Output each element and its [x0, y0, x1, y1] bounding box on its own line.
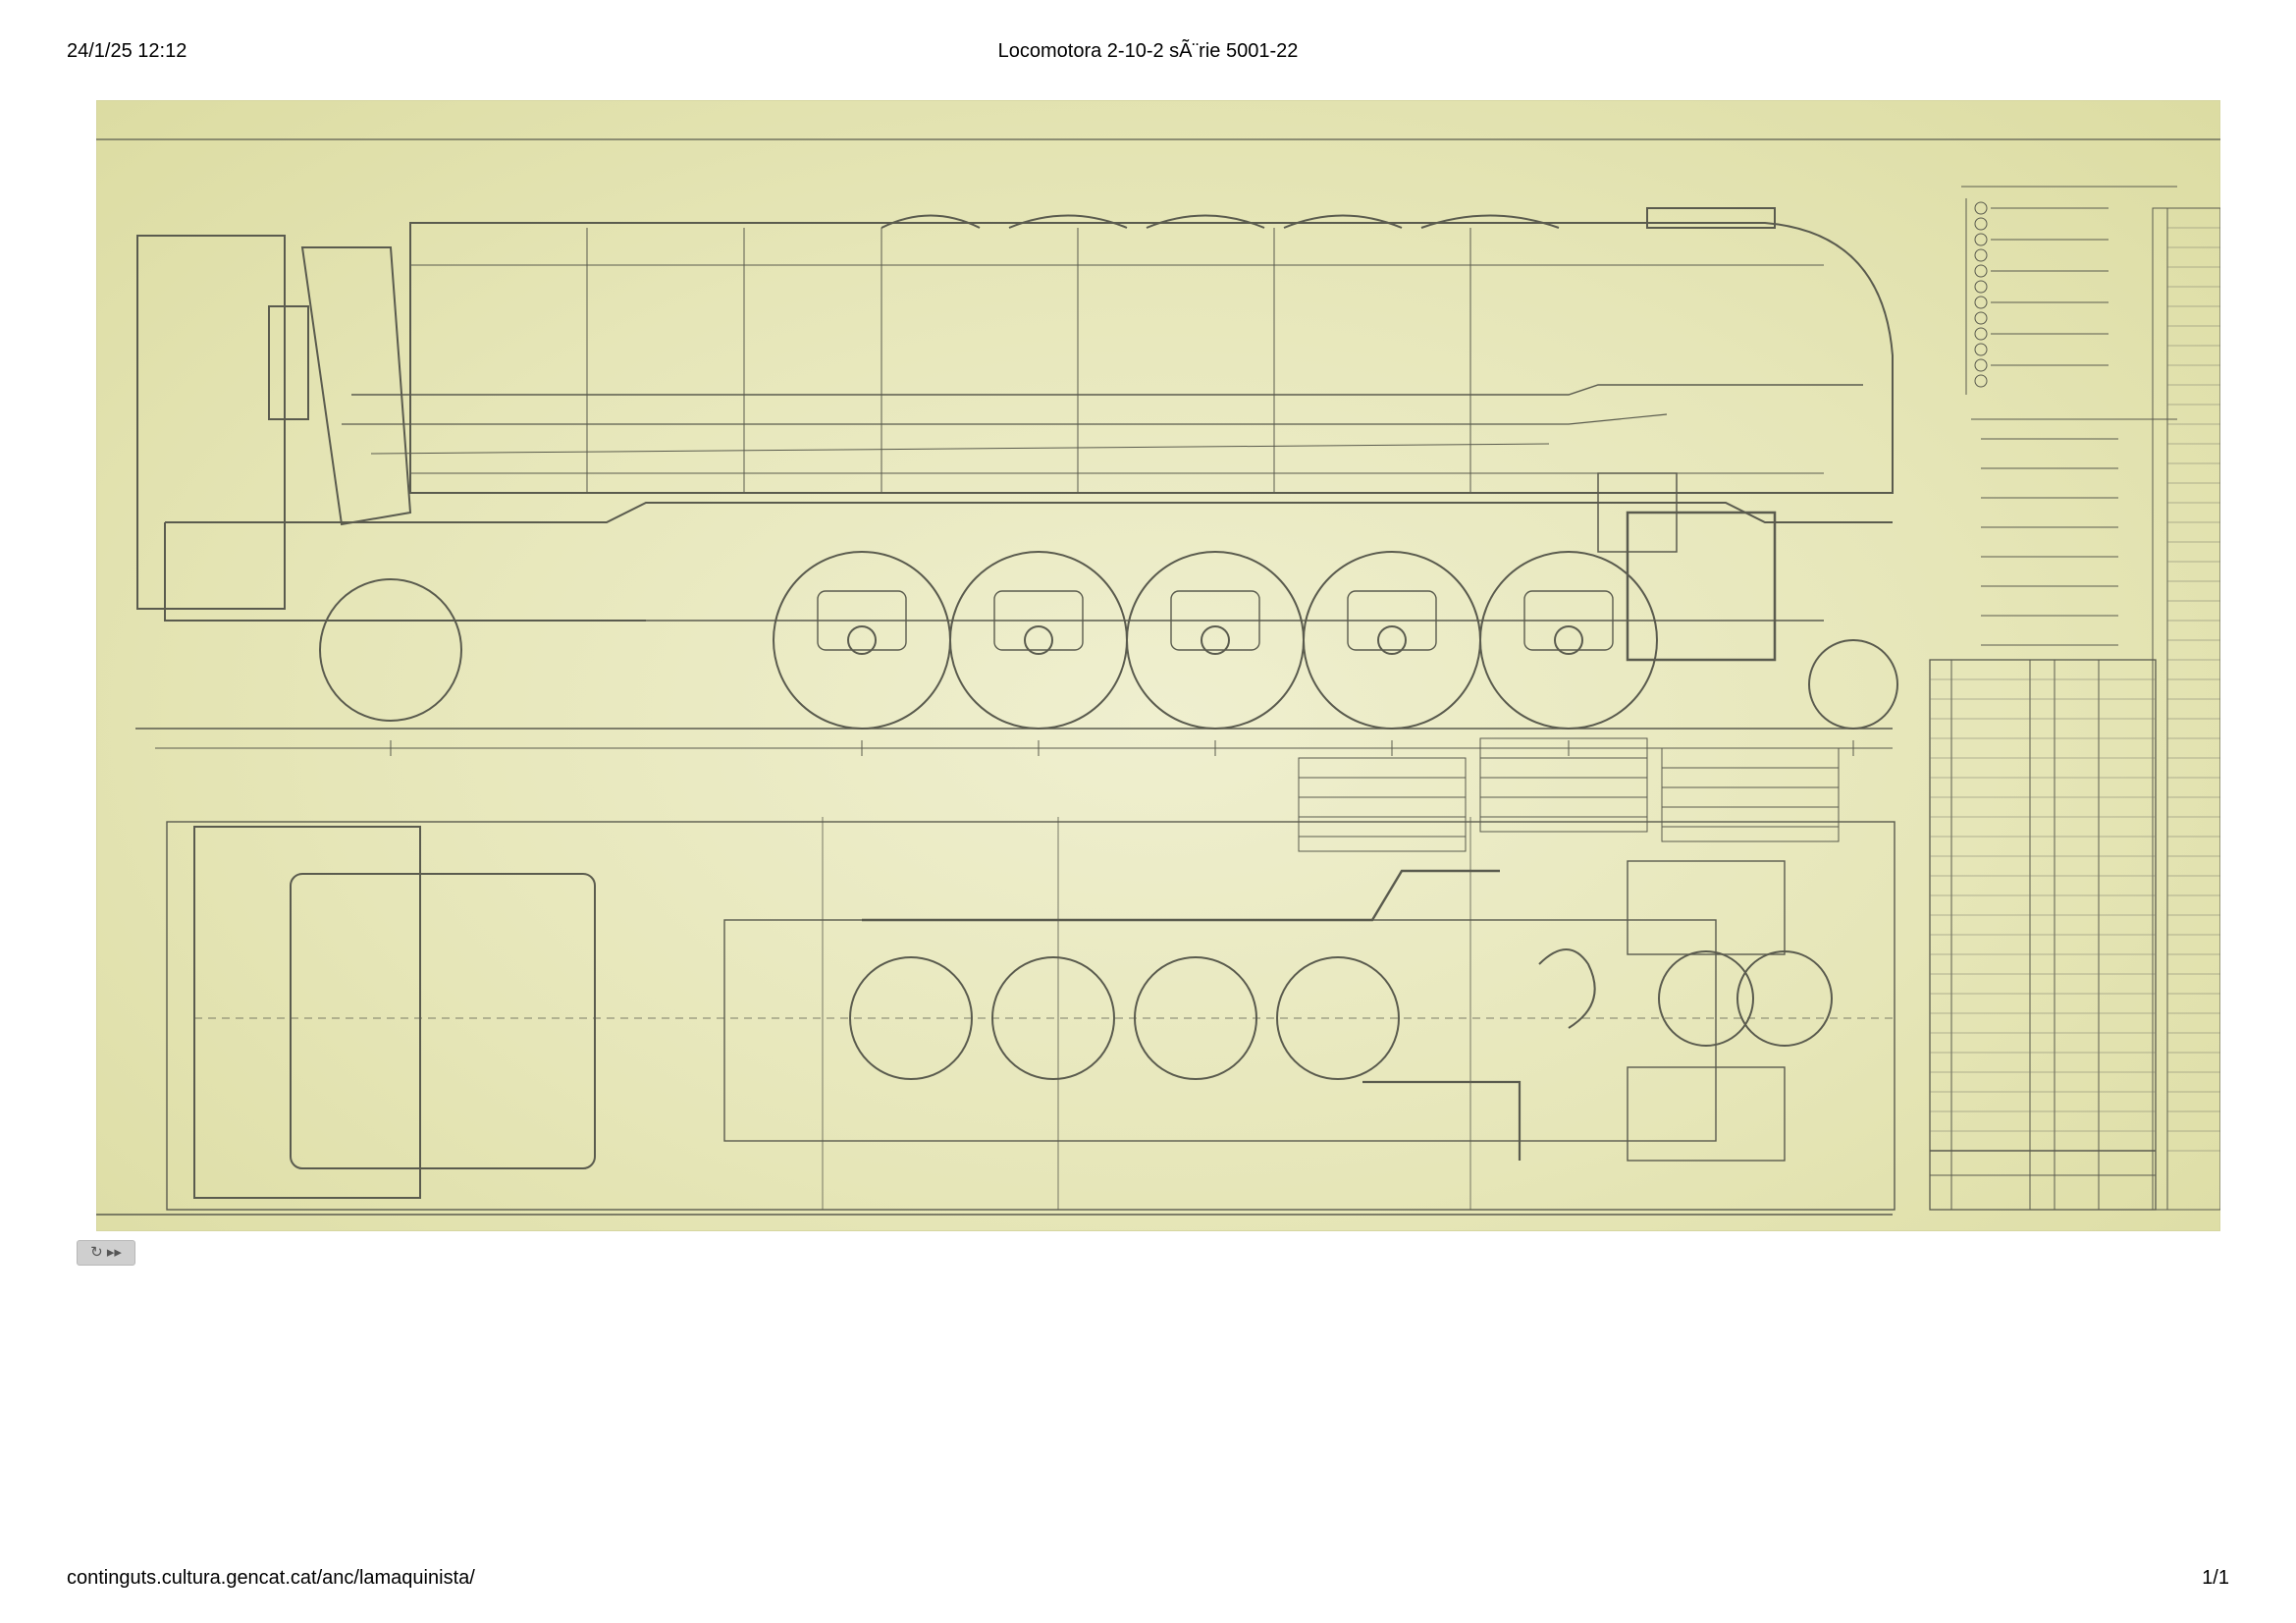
rotate-icon[interactable]: ↻	[90, 1244, 103, 1261]
right-legend	[1929, 186, 2220, 1211]
print-datetime: 24/1/25 12:12	[67, 40, 187, 62]
side-elevation	[135, 207, 1898, 756]
blueprint-svg	[96, 138, 2220, 1216]
parts-tables-middle	[1298, 737, 1840, 852]
page-title: Locomotora 2-10-2 sÃ¨rie 5001-22	[997, 40, 1299, 62]
source-url: continguts.cultura.gencat.cat/anc/lamaqu…	[67, 1567, 475, 1589]
page-number: 1/1	[2202, 1567, 2229, 1589]
locomotive-drawing	[96, 100, 2220, 1231]
viewer-controls[interactable]: ↻ ▸▸	[77, 1240, 135, 1266]
forward-icon[interactable]: ▸▸	[106, 1244, 122, 1261]
plan-view	[166, 817, 1896, 1211]
